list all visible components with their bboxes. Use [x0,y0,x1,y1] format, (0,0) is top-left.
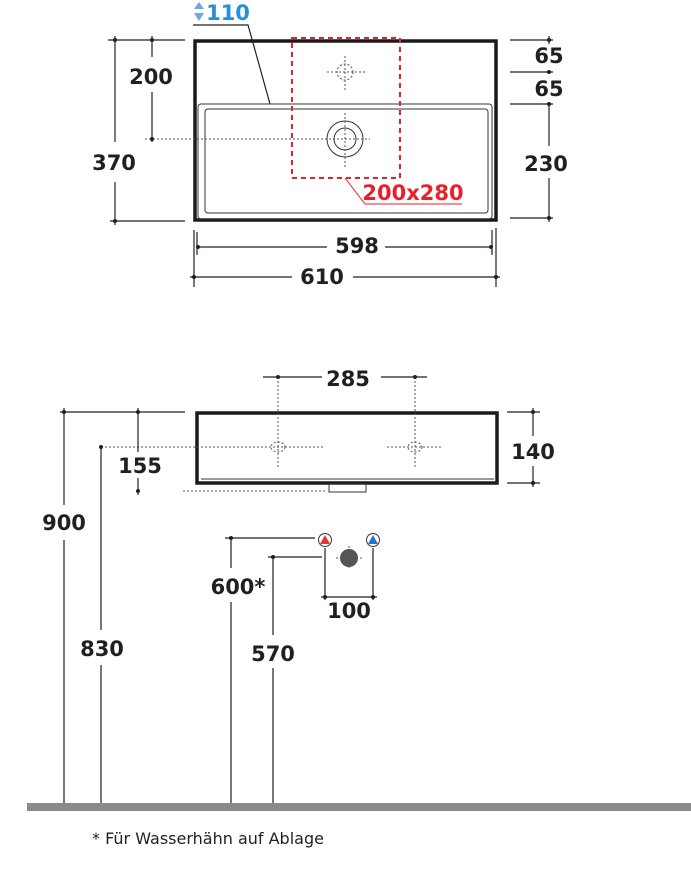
dim-200: 200 [129,65,173,89]
cutout-size-label: 200x280 [362,181,463,205]
footnote: * Für Wasserhähn auf Ablage [92,829,324,848]
basin-bowl-outer [197,103,493,220]
depth-label: 110 [206,1,250,25]
cutout-leader [344,177,462,205]
side-view: 285 140 900 155 830 600* 570 [42,367,555,805]
dim-65-top: 65 [534,44,563,68]
dim-65-bottom: 65 [534,77,563,101]
dim-610: 610 [300,265,344,289]
fixing-hole-left-icon [270,377,286,467]
dim-900: 900 [42,511,86,535]
dim-155: 155 [118,454,162,478]
dim-100: 100 [327,599,371,623]
drain-icon [326,113,364,169]
cold-water-icon [366,533,380,547]
dim-570: 570 [251,642,295,666]
countertop-cutout-outline [291,37,401,179]
dim-140: 140 [511,440,555,464]
dim-830: 830 [80,637,124,661]
dim-285: 285 [326,367,370,391]
dim-230: 230 [524,152,568,176]
basin-bowl-inner [204,108,489,214]
tap-hole-icon [327,56,367,92]
dim-600: 600* [211,575,266,599]
dim-370: 370 [92,151,136,175]
basin-outline [193,39,498,222]
floor-line [27,803,691,811]
basin-side-outline [195,411,499,485]
depth-arrows-icon [194,2,204,21]
dim-598: 598 [335,234,379,258]
hot-water-icon [318,533,332,547]
waste-outlet-icon [336,546,362,570]
drain-stub [328,483,367,493]
fixing-hole-right-icon [387,377,443,467]
top-view: 200x280 110 200 370 65 65 230 [92,1,568,289]
